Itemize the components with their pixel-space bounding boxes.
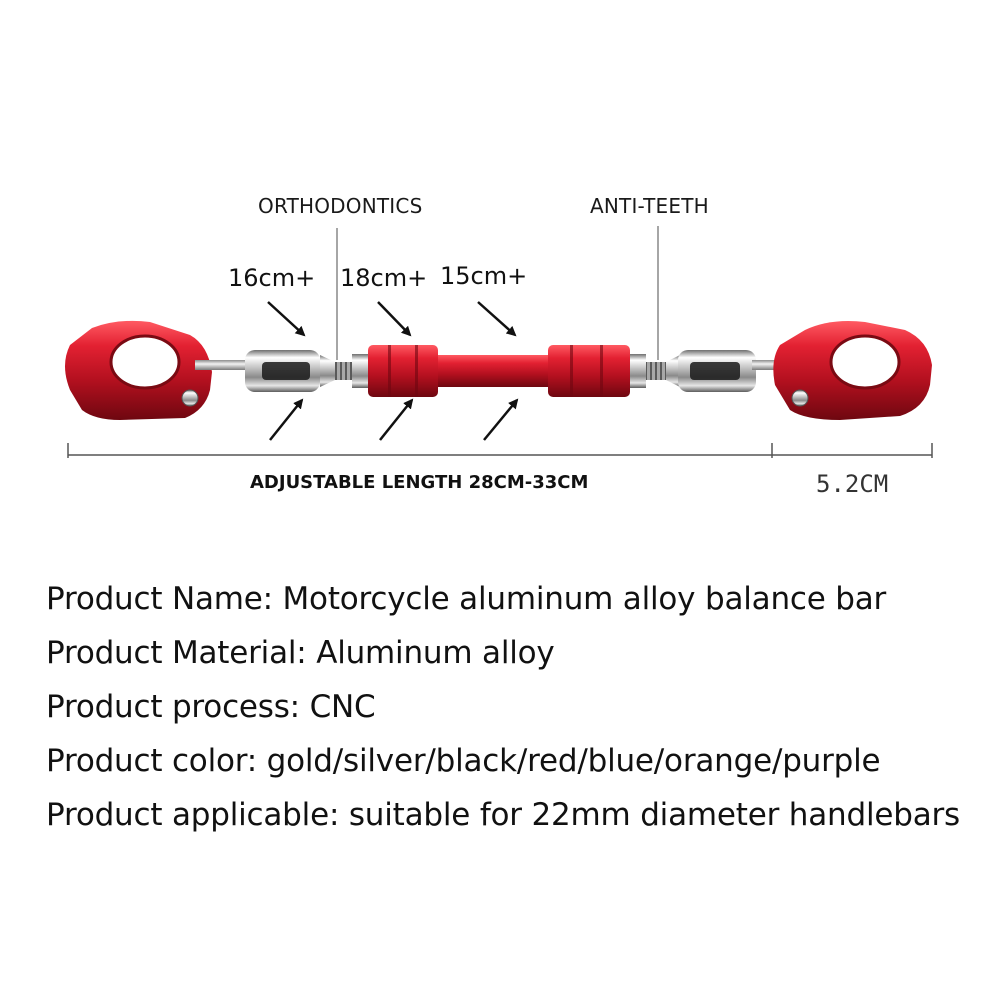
spec-product-color: Product color: gold/silver/black/red/blu…	[46, 743, 881, 779]
left-nut	[352, 354, 368, 388]
size-label-16cm: 16cm+	[228, 264, 316, 292]
right-clamp	[773, 321, 932, 420]
left-rod	[195, 360, 255, 370]
arrow-icon	[477, 301, 517, 337]
bolt-icon	[791, 389, 809, 407]
size-label-18cm: 18cm+	[340, 264, 428, 292]
left-clamp	[65, 320, 212, 420]
left-thread	[335, 362, 355, 380]
callout-anti-teeth: ANTI-TEETH	[590, 194, 709, 218]
spec-product-name: Product Name: Motorcycle aluminum alloy …	[46, 581, 887, 617]
callout-orthodontics: ORTHODONTICS	[258, 194, 423, 218]
arrow-icon	[377, 301, 412, 337]
arrow-icon	[267, 301, 306, 337]
product-specs: Product Name: Motorcycle aluminum alloy …	[46, 572, 960, 842]
right-nut	[630, 354, 646, 388]
spec-product-process: Product process: CNC	[46, 689, 376, 725]
center-body	[368, 345, 630, 397]
balance-bar-diagram	[65, 226, 933, 458]
arrow-icon	[269, 398, 304, 441]
arrow-icon	[483, 398, 519, 441]
clamp-width-label: 5.2CM	[816, 470, 889, 498]
spec-product-applicable: Product applicable: suitable for 22mm di…	[46, 797, 960, 833]
spec-product-material: Product Material: Aluminum alloy	[46, 635, 555, 671]
bolt-icon	[181, 389, 199, 407]
adjustable-length-label: ADJUSTABLE LENGTH 28CM-33CM	[250, 472, 589, 493]
size-label-15cm: 15cm+	[440, 262, 528, 290]
arrow-icon	[379, 398, 414, 441]
dimension-line	[67, 443, 933, 458]
right-thread	[646, 362, 666, 380]
